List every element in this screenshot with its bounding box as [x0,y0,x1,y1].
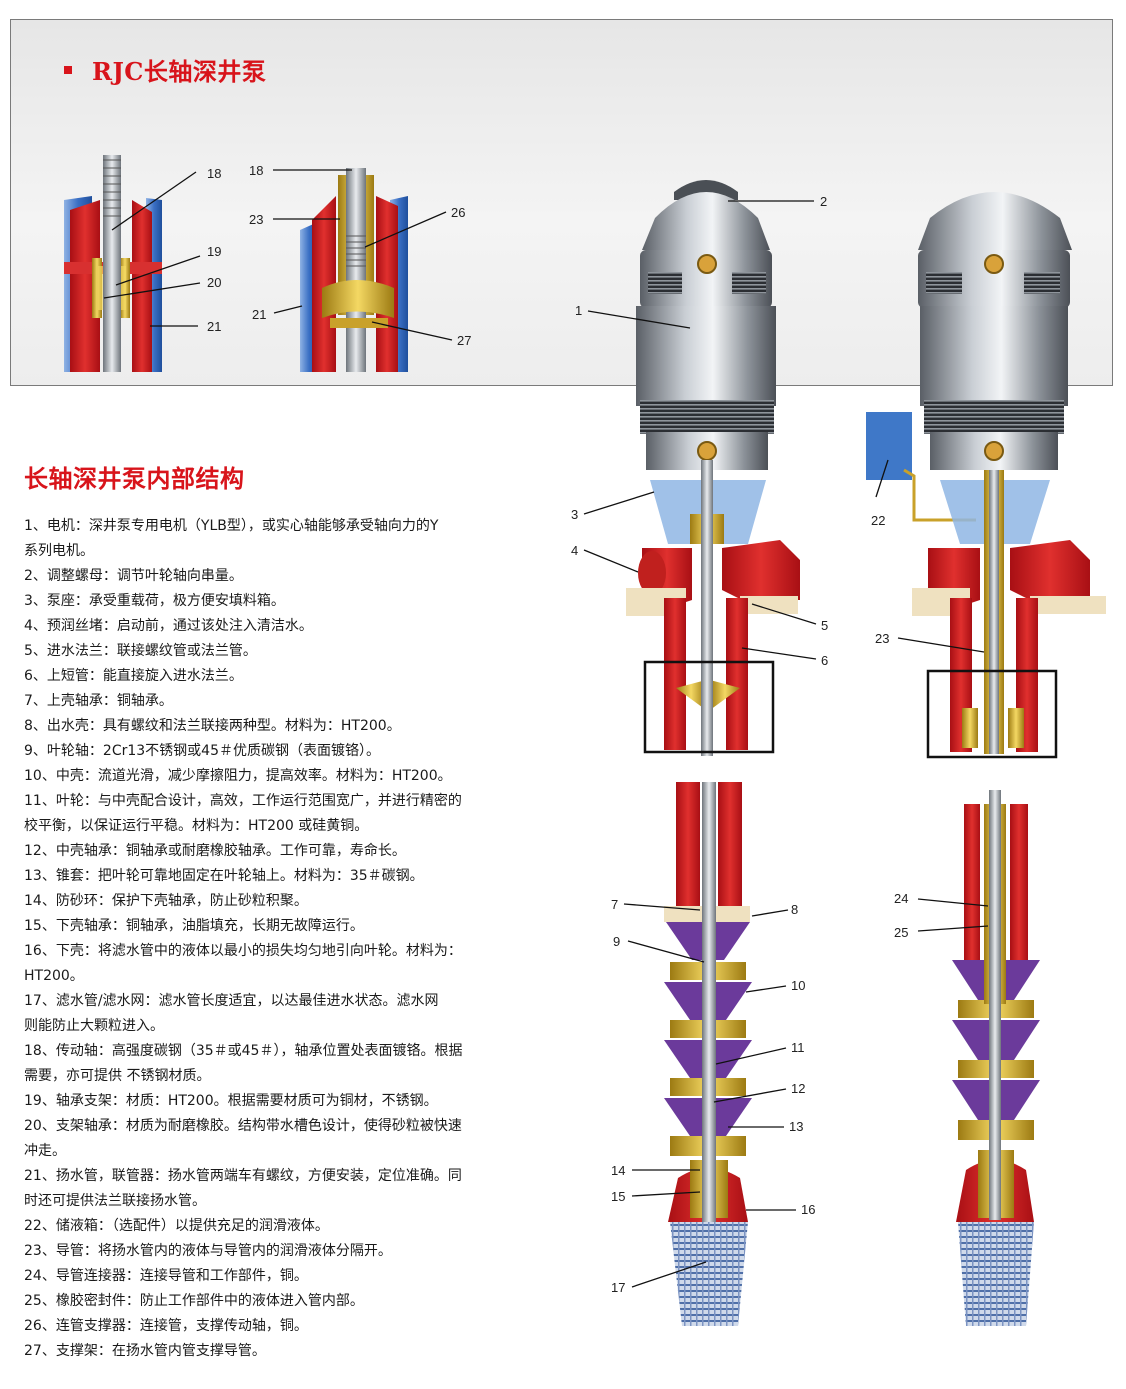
list-item: 20、支架轴承：材质为耐磨橡胶。结构带水槽色设计，使得砂粒被快速 [24,1118,462,1134]
list-item: 23、导管：将扬水管内的液体与导管内的润滑液体分隔开。 [24,1243,392,1259]
bullet-icon [64,65,72,74]
list-item: 13、锥套：把叶轮可靠地固定在叶轮轴上。材料为：35＃碳钢。 [24,868,424,884]
callout-3: 3 [571,507,578,522]
callout-7: 7 [611,897,618,912]
pump-right-bowl [952,790,1040,1326]
list-item: 6、上短管：能直接旋入进水法兰。 [24,668,243,684]
list-item: 则能防止大颗粒进入。 [24,1018,164,1034]
list-item: 25、橡胶密封件：防止工作部件中的液体进入管内部。 [24,1293,364,1309]
title-row: RJC长轴深井泵 [64,52,266,87]
pump-left-bowl [664,782,752,1326]
callout-5: 5 [821,618,828,633]
list-item: 21、扬水管，联管器：扬水管两端车有螺纹，方便安装，定位准确。同 [24,1168,462,1184]
callout-8: 8 [791,902,798,917]
callout-10: 10 [791,978,805,993]
list-item: 18、传动轴：高强度碳钢（35＃或45＃），轴承位置处表面镀铬。根据 [24,1043,463,1059]
callout-23b: 23 [875,631,889,646]
leader-lines [103,169,989,1288]
detail-figure-a [64,155,162,372]
list-item: 16、下壳：将滤水管中的液体以最小的损失均匀地引向叶轮。材料为： [24,943,462,959]
list-item: HT200。 [24,968,84,984]
callout-26: 26 [451,205,465,220]
list-item: 22、储液箱：（选配件）以提供充足的润滑液体。 [24,1218,329,1234]
list-item: 时还可提供法兰联接扬水管。 [24,1193,206,1209]
callout-18b: 18 [249,163,263,178]
list-item: 17、滤水管/滤水网：滤水管长度适宜，以达最佳进水状态。滤水网 [24,993,439,1009]
callout-20: 20 [207,275,221,290]
pump-left-head [626,180,800,756]
callout-6: 6 [821,653,828,668]
page-title: RJC长轴深井泵 [92,57,267,86]
list-item: 9、叶轮轴：2Cr13不锈钢或45＃优质碳钢（表面镀铬）。 [24,743,380,759]
callout-16: 16 [801,1202,815,1217]
callout-labels: 18 19 20 21 18 23 26 21 27 2 1 3 4 5 6 7… [207,163,908,1295]
list-item: 27、支撑架：在扬水管内管支撑导管。 [24,1343,266,1359]
list-item: 3、泵座：承受重载荷，极方便安填料箱。 [24,593,285,609]
list-item: 26、连管支撑器：连接管，支撑传动轴，铜。 [24,1318,308,1334]
list-item: 校平衡，以保证运行平稳。材料为：HT200 或硅黄铜。 [24,818,369,834]
list-item: 10、中壳：流道光滑，减少摩擦阻力，提高效率。材料为：HT200。 [24,768,452,784]
list-item: 19、轴承支架：材质：HT200。根据需要材质可为铜材，不锈钢。 [24,1093,438,1109]
list-item: 7、上壳轴承：铜轴承。 [24,693,173,709]
list-item: 11、叶轮：与中壳配合设计，高效，工作运行范围宽广，并进行精密的 [24,793,462,809]
callout-18: 18 [207,166,221,181]
callout-25: 25 [894,925,908,940]
list-item: 8、出水壳：具有螺纹和法兰联接两种型。材料为：HT200。 [24,718,401,734]
callout-23: 23 [249,212,263,227]
pump-right-head [866,192,1106,759]
callout-13: 13 [789,1119,803,1134]
callout-12: 12 [791,1081,805,1096]
list-item: 15、下壳轴承：铜轴承，油脂填充，长期无故障运行。 [24,918,364,934]
callout-17: 17 [611,1280,625,1295]
callout-19: 19 [207,244,221,259]
section-heading: 长轴深井泵内部结构 [24,464,245,493]
detail-figure-b [300,168,408,372]
callout-22: 22 [871,513,885,528]
callout-14: 14 [611,1163,625,1178]
list-item: 14、防砂环：保护下壳轴承，防止砂粒积聚。 [24,893,308,909]
callout-21: 21 [207,319,221,334]
list-item: 24、导管连接器：连接导管和工作部件，铜。 [24,1268,308,1284]
list-item: 1、电机：深井泵专用电机（YLB型），或实心轴能够承受轴向力的Y [24,518,439,534]
list-item: 4、预润丝堵：启动前，通过该处注入清洁水。 [24,618,313,634]
list-item: 5、进水法兰：联接螺纹管或法兰管。 [24,643,257,659]
callout-27: 27 [457,333,471,348]
callout-1: 1 [575,303,582,318]
callout-9: 9 [613,934,620,949]
list-item: 系列电机。 [24,543,94,559]
callout-2: 2 [820,194,827,209]
callout-11: 11 [791,1040,805,1055]
list-item: 12、中壳轴承：铜轴承或耐磨橡胶轴承。工作可靠，寿命长。 [24,843,406,859]
callout-24: 24 [894,891,908,906]
parts-list: 1、电机：深井泵专用电机（YLB型），或实心轴能够承受轴向力的Y 系列电机。 2… [24,514,544,1364]
callout-15: 15 [611,1189,625,1204]
callout-21b: 21 [252,307,266,322]
list-item: 需要，亦可提供 不锈钢材质。 [24,1068,211,1084]
list-item: 2、调整螺母：调节叶轮轴向串量。 [24,568,243,584]
list-item: 冲走。 [24,1143,66,1159]
callout-4: 4 [571,543,578,558]
